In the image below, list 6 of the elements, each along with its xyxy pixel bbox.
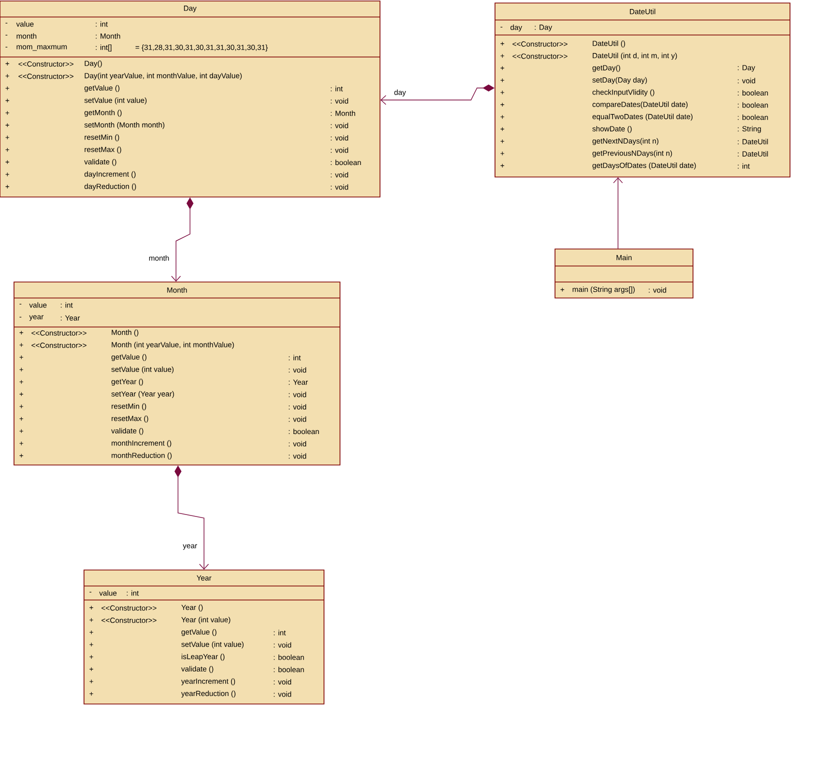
class-box (494, 2, 790, 178)
association-arrow (613, 177, 623, 249)
class-box (84, 570, 324, 704)
class-box (554, 248, 694, 298)
class-box (14, 282, 340, 466)
class-box (0, 0, 380, 198)
